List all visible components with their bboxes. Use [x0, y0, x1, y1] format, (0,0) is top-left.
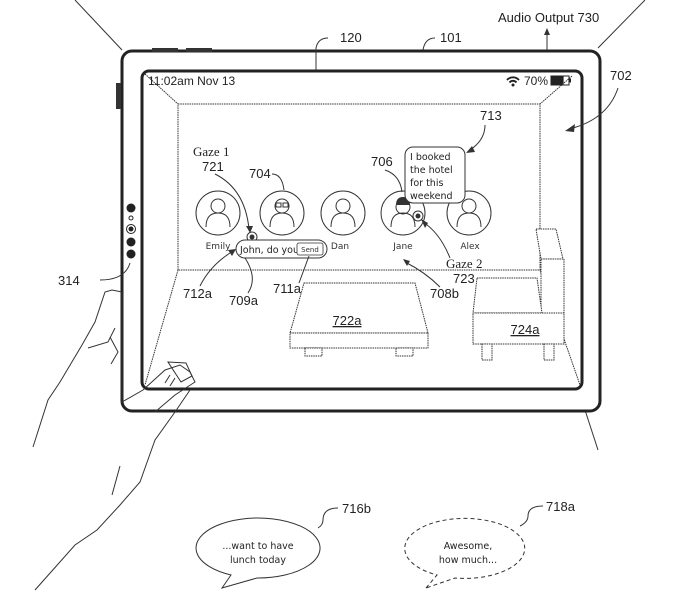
message-input-value: John, do you	[239, 245, 299, 256]
chair-label: 724a	[511, 322, 541, 337]
perspective-line-top-left	[74, 0, 123, 51]
arrow-icon	[565, 124, 575, 132]
send-button-label: Send	[301, 246, 319, 254]
send-button[interactable]: Send	[296, 242, 324, 256]
speech-line: lunch today	[230, 555, 286, 566]
ref-label-702: 702	[610, 68, 632, 83]
top-button-1[interactable]	[152, 48, 178, 52]
arrow-up-icon	[544, 28, 550, 35]
gaze-indicator-2	[412, 210, 424, 222]
ref-label-314: 314	[58, 273, 80, 288]
perspective-line-bottom-right	[584, 409, 599, 451]
speech-line: how much...	[439, 555, 497, 566]
ref-label-711a: 711a	[273, 281, 302, 296]
ref-label-723: 723	[453, 271, 475, 286]
arrow-icon	[421, 219, 428, 228]
top-button-2[interactable]	[186, 48, 212, 52]
speech-bubble-718a: Awesome, how much...	[404, 517, 526, 590]
gaze-2-label: Gaze 2	[446, 256, 482, 271]
ref-label-704: 704	[249, 166, 271, 181]
ref-label-713: 713	[480, 108, 502, 123]
ref-label-708b: 708b	[430, 286, 459, 301]
audio-output-label: Audio Output 730	[498, 10, 599, 25]
ref-label-101: 101	[440, 30, 462, 45]
participant-name: Alex	[460, 242, 480, 252]
person-icon	[461, 198, 477, 214]
arrow-icon	[403, 259, 410, 266]
ref-label-721: 721	[202, 159, 224, 174]
wifi-icon	[506, 76, 520, 87]
participant-name: Jane	[392, 242, 413, 252]
perspective-line-top-right	[597, 0, 646, 49]
virtual-chair	[472, 228, 565, 361]
person-icon	[210, 198, 226, 214]
gaze-1-label: Gaze 1	[193, 144, 229, 159]
chat-line: for this	[410, 178, 443, 189]
battery-icon	[550, 75, 571, 86]
ref-label-716b: 716b	[342, 501, 371, 516]
ref-label-120: 120	[340, 30, 362, 45]
ref-label-706: 706	[371, 154, 393, 169]
participant-name: Dan	[331, 242, 349, 252]
participant-emily[interactable]: Emily	[195, 190, 241, 252]
chat-line: weekend	[410, 191, 453, 202]
chat-line: the hotel	[410, 165, 453, 176]
participant-name: Emily	[206, 242, 231, 252]
speech-bubble-716b: ...want to have lunch today	[195, 517, 321, 589]
arrow-icon	[246, 226, 253, 233]
table-label: 722a	[333, 313, 363, 328]
chat-line: I booked	[410, 152, 451, 163]
ref-label-712a: 712a	[183, 286, 213, 301]
participant-glasses[interactable]	[259, 190, 305, 236]
participant-dan[interactable]: Dan	[320, 190, 366, 252]
person-icon	[335, 198, 351, 214]
battery-percent: 70%	[524, 74, 548, 88]
person-glasses-icon	[274, 198, 290, 214]
side-button[interactable]	[116, 83, 121, 109]
status-time: 11:02am Nov 13	[148, 74, 235, 88]
ref-label-718a: 718a	[546, 499, 576, 514]
arrow-icon	[466, 146, 475, 153]
side-sensor-array	[126, 203, 136, 259]
chat-bubble: I booked the hotel for this weekend	[404, 146, 466, 204]
virtual-table	[289, 282, 429, 357]
speech-line: ...want to have	[222, 541, 293, 552]
user-hand	[32, 289, 196, 591]
ref-label-709a: 709a	[229, 293, 259, 308]
arrow-icon	[228, 249, 236, 256]
speech-line: Awesome,	[444, 541, 493, 552]
